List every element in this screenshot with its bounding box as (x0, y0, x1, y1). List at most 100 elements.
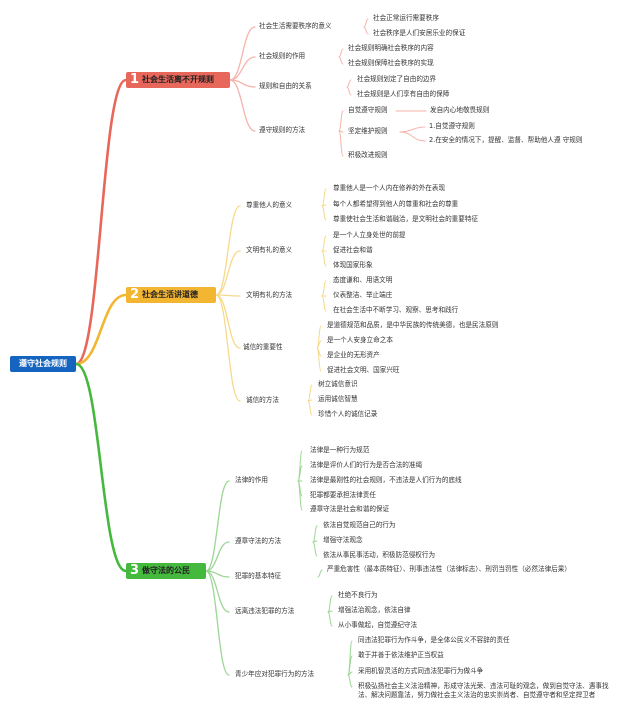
item-connector (321, 280, 327, 297)
leaf-item[interactable]: 法律是评价人们的行为是否合法的准绳 (310, 461, 423, 469)
leaf-item[interactable]: 杜绝不良行为 (338, 591, 378, 599)
leaf-item[interactable]: 社会规则划定了自由的边界 (357, 75, 437, 83)
sub-topic[interactable]: 尊重他人的意义 (246, 201, 293, 209)
leaf-item[interactable]: 法律是一种行为规范 (310, 446, 370, 454)
leaf-item[interactable]: 采用机智灵活的方式同违法犯罪行为做斗争 (358, 667, 484, 675)
child-connector (399, 126, 426, 133)
leaf-item[interactable]: 社会规则是人们享有自由的保障 (357, 90, 450, 98)
item-connector (338, 56, 344, 65)
leaf-item[interactable]: 社会规则保障社会秩序的实现 (348, 59, 434, 67)
sub-connector (215, 205, 241, 296)
sub-topic[interactable]: 犯罪的基本特征 (235, 572, 282, 580)
leaf-item[interactable]: 从小事做起，自觉遵纪守法 (338, 621, 418, 629)
leaf-item[interactable]: 同违法犯罪行为作斗争，是全体公民义不容辞的责任 (358, 636, 510, 644)
leaf-item[interactable]: 运用诚信智慧 (318, 395, 358, 403)
leaf-item[interactable]: 珍惜个人的诚信记录 (318, 410, 378, 418)
sub-topic[interactable]: 远离违法犯罪的方法 (235, 607, 295, 615)
leaf-item[interactable]: 严重危害性（最本质特征）、刑事违法性（法律标志）、刑罚当罚性（必然法律后果） (327, 565, 571, 573)
sub-connector (229, 79, 256, 132)
item-connector (327, 595, 333, 613)
item-connector (327, 611, 333, 627)
leaf-item[interactable]: 社会正常运行需要秩序 (373, 14, 439, 22)
sub-topic[interactable]: 诚信的方法 (246, 396, 279, 404)
child-connector (399, 131, 426, 142)
leaf-item[interactable]: 依法从事民事活动，积极防范侵权行为 (323, 551, 436, 559)
leaf-item[interactable]: 积极弘扬社会主义法治精神，形成守法光荣、违法可耻的观念，做到自觉守法、遇事找法、… (358, 682, 609, 699)
branch-title: 社会生活讲道德 (142, 290, 199, 299)
leaf-item[interactable]: 积极改进规则 (348, 151, 388, 159)
item-connector (346, 79, 352, 88)
leaf-item[interactable]: 是一个人立身处世的前提 (333, 231, 406, 239)
sub-connector (215, 294, 241, 402)
leaf-item[interactable]: 是一个人安身立命之本 (327, 336, 393, 344)
sub-connector (205, 541, 230, 572)
leaf-item[interactable]: 每个人都希望得到他人的尊重和社会的尊重 (333, 200, 459, 208)
leaf-item[interactable]: 态度谦和、用语文明 (333, 276, 393, 284)
leaf-item[interactable]: 尊重使社会生活和谐融洽，是文明社会的重要特征 (333, 215, 479, 223)
branch-number: 1 (130, 72, 140, 87)
leaf-item[interactable]: 坚定维护规则 (348, 127, 388, 135)
leaf-item[interactable]: 遵章守法是社会和谐的保证 (310, 505, 390, 513)
item-connector (321, 295, 327, 312)
leaf-item[interactable]: 促进社会文明、国家兴旺 (327, 366, 400, 374)
child-item[interactable]: 2.在安全的情况下，提醒、监督、帮助他人遵 守规则 (429, 136, 583, 144)
child-item[interactable]: 1.自觉遵守规则 (429, 122, 475, 130)
leaf-item[interactable]: 尊重他人是一个人内在修养的外在表现 (333, 184, 446, 192)
item-connector (363, 26, 369, 35)
sub-connector (215, 294, 241, 349)
sub-connector (229, 56, 256, 81)
item-connector (338, 110, 344, 132)
branch-title: 做守法的公民 (142, 566, 191, 575)
item-connector (321, 188, 327, 207)
item-connector (347, 674, 353, 688)
sub-topic[interactable]: 文明有礼的方法 (246, 291, 293, 299)
item-connector (316, 347, 322, 372)
branch-number: 3 (130, 563, 140, 578)
leaf-item[interactable]: 法律是最刚性的社会规则，不违法是人们行为的底线 (310, 476, 462, 484)
item-connector (307, 384, 313, 402)
root-node[interactable]: 遵守社会规则 (10, 356, 76, 372)
sub-topic[interactable]: 遵守规则的方法 (259, 126, 306, 134)
leaf-item[interactable]: 社会秩序是人们安居乐业的保证 (373, 29, 466, 37)
leaf-item[interactable]: 体现国家形象 (333, 261, 373, 269)
branch-3-connector (74, 362, 128, 573)
leaf-item[interactable]: 社会规则明确社会秩序的内容 (348, 44, 434, 52)
leaf-item[interactable]: 仪表整洁、举止端庄 (333, 291, 393, 299)
sub-topic[interactable]: 青少年应对犯罪行为的方法 (235, 670, 315, 678)
leaf-item[interactable]: 是道德规范和品质，是中华民族的传统美德，也是民法原则 (327, 321, 499, 329)
leaf-item[interactable]: 敢于并善于依法维护正当权益 (358, 651, 444, 659)
sub-connector (215, 250, 241, 296)
sub-topic[interactable]: 社会生活需要秩序的意义 (259, 22, 332, 30)
sub-topic[interactable]: 遵章守法的方法 (235, 537, 282, 545)
sub-topic[interactable]: 诚信的重要性 (243, 343, 283, 351)
leaf-item[interactable]: 促进社会和谐 (333, 246, 373, 254)
leaf-item[interactable]: 依法自觉规范自己的行为 (323, 521, 396, 529)
child-item[interactable]: 发自内心地敬畏规则 (430, 106, 490, 114)
sub-topic[interactable]: 法律的作用 (235, 476, 268, 484)
branch-1-connector (74, 78, 128, 366)
leaf-item[interactable]: 自觉遵守规则 (348, 106, 388, 114)
leaf-item[interactable]: 在社会生活中不断学习、观察、思考和践行 (333, 306, 459, 314)
item-connector (297, 480, 303, 511)
item-connector (316, 340, 322, 349)
item-connector (338, 48, 344, 58)
leaf-item[interactable]: 增强守法观念 (323, 536, 363, 544)
sub-topic[interactable]: 社会规则的作用 (259, 52, 306, 60)
item-connector (363, 18, 369, 28)
leaf-item[interactable]: 树立诚信意识 (318, 380, 358, 388)
item-connector (321, 205, 327, 221)
item-connector (321, 235, 327, 252)
leaf-item[interactable]: 犯罪都要承担法律责任 (310, 491, 376, 499)
sub-topic[interactable]: 文明有礼的意义 (246, 246, 293, 254)
leaf-item[interactable]: 增强法治观念，依法自律 (338, 606, 411, 614)
sub-connector (215, 294, 241, 297)
item-connector (317, 569, 323, 578)
item-connector (321, 250, 327, 267)
leaf-item[interactable]: 是企业的无形资产 (327, 351, 380, 359)
sub-topic[interactable]: 规则和自由的关系 (259, 82, 312, 90)
